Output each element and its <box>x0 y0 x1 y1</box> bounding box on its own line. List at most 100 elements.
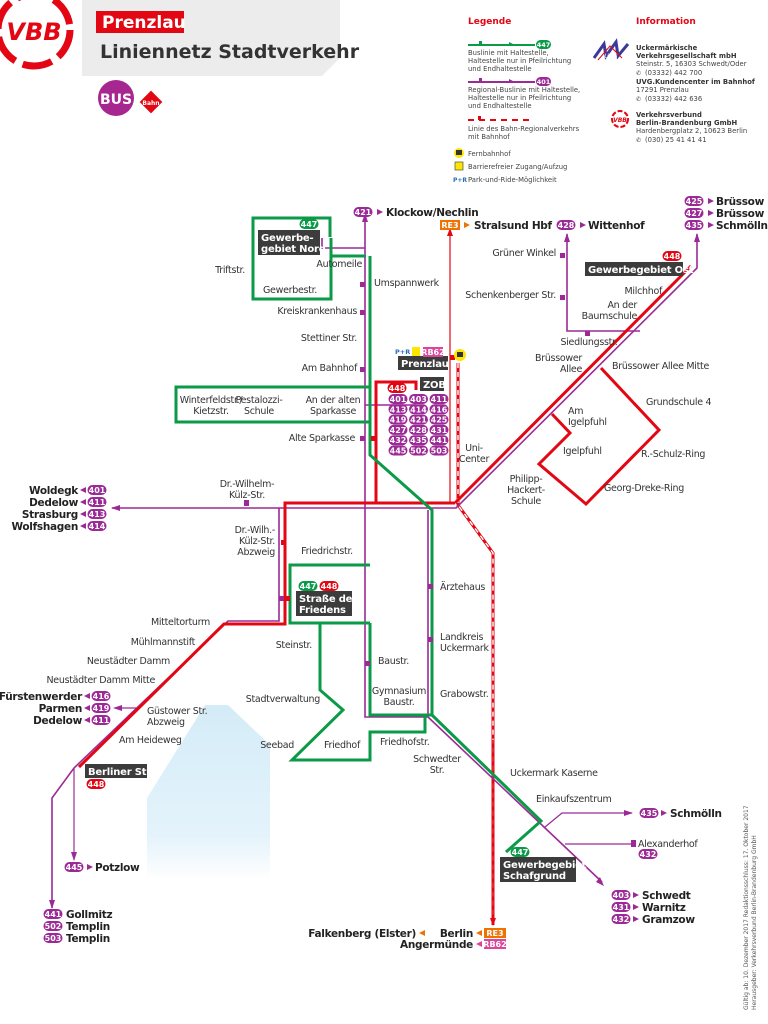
route-badge[interactable] <box>429 445 449 456</box>
route-badge[interactable] <box>388 394 408 404</box>
route-badge[interactable] <box>43 933 63 943</box>
route-badge[interactable] <box>429 424 449 435</box>
route-badge[interactable] <box>409 404 428 415</box>
stop-label: Friedrichstr. <box>301 546 353 557</box>
route-badge[interactable] <box>86 779 106 789</box>
destination-label: Gollmitz <box>66 909 112 921</box>
route-number: 445 <box>390 447 407 456</box>
stop-label: Georg-Dreke-Ring <box>604 483 684 494</box>
stop-gewerbegebiet-nord-box <box>258 230 320 255</box>
route-badge[interactable] <box>409 394 428 404</box>
route-badge[interactable] <box>388 404 408 415</box>
stop-label: Baustr. <box>378 656 409 667</box>
route-number: 441 <box>45 910 62 919</box>
route-badge[interactable] <box>556 220 576 230</box>
route-badge[interactable] <box>388 414 408 425</box>
svg-text:447: 447 <box>537 41 551 49</box>
route-number: RB62 <box>483 940 506 949</box>
stop-label: Pestalozzi- <box>236 395 283 406</box>
route-badge[interactable] <box>440 220 460 230</box>
svg-text:Haltestelle nur in Pfeilrichtu: Haltestelle nur in Pfeilrichtung <box>468 94 571 102</box>
route-badge[interactable] <box>91 715 111 725</box>
route-badge[interactable] <box>43 921 63 931</box>
route-badge[interactable] <box>298 581 318 591</box>
route-badge[interactable] <box>484 928 506 938</box>
stop-label: Seebad <box>260 740 294 751</box>
route-number: 411 <box>431 395 448 404</box>
route-badge[interactable] <box>684 208 704 218</box>
route-number: 448 <box>389 384 406 393</box>
svg-text:VBB: VBB <box>613 117 627 124</box>
elevator-icon <box>454 161 464 171</box>
stop-label: Am Heideweg <box>119 735 182 746</box>
destination-label: Schmölln <box>716 220 768 232</box>
arrow-right-icon <box>708 210 714 216</box>
route-badge[interactable] <box>43 909 63 919</box>
route-number: RE3 <box>486 929 503 938</box>
stop-label: Neustädter Damm Mitte <box>47 675 156 686</box>
route-badge[interactable] <box>662 251 682 261</box>
stop-label: Grüner Winkel <box>492 248 556 259</box>
route-badge[interactable] <box>639 808 659 818</box>
route-number: 502 <box>410 447 427 456</box>
route-badge[interactable] <box>684 196 704 206</box>
destination-label: Parmen <box>39 703 82 715</box>
route-badge[interactable] <box>409 414 428 425</box>
route-badge[interactable] <box>319 581 339 591</box>
route-badge[interactable] <box>611 890 631 900</box>
stop-label: Allee <box>560 364 582 375</box>
route-number: 447 <box>301 220 318 229</box>
route-number: 435 <box>641 809 658 818</box>
route-badge[interactable] <box>353 207 373 217</box>
route-number: 425 <box>686 197 703 206</box>
route-badge[interactable] <box>409 445 428 456</box>
route-badge[interactable] <box>388 435 408 446</box>
route-badge[interactable] <box>87 485 107 495</box>
route-badge[interactable] <box>91 703 111 713</box>
stop-label: Umspannwerk <box>374 278 440 289</box>
route-badge[interactable] <box>87 521 107 531</box>
route-badge[interactable] <box>387 383 407 393</box>
route-badge[interactable] <box>638 849 658 859</box>
route-badge[interactable] <box>299 219 319 229</box>
stop-label: Schenkenberger Str. <box>465 290 556 301</box>
route-badge[interactable] <box>91 691 111 701</box>
destination-label: Strasburg <box>22 509 78 521</box>
stop-label: Automeile <box>316 259 362 270</box>
route-badge[interactable] <box>409 424 428 435</box>
route-badge[interactable] <box>423 347 443 357</box>
bus-line-447 <box>174 216 544 854</box>
stop-label: R.-Schulz-Ring <box>641 449 705 460</box>
stop-strasse-des-friedens-box <box>296 591 352 616</box>
route-badge[interactable] <box>388 445 408 456</box>
route-badge[interactable] <box>64 862 84 872</box>
svg-text:und Endhaltestelle: und Endhaltestelle <box>468 65 532 73</box>
rail-lines <box>447 228 496 926</box>
route-number: 502 <box>45 922 62 931</box>
route-badge[interactable] <box>87 509 107 519</box>
route-number: 414 <box>410 405 427 414</box>
route-badge[interactable] <box>429 414 449 425</box>
stop-strasse-des-friedens: Straße des <box>299 594 358 605</box>
destination-label: Berlin <box>440 928 473 940</box>
route-badge[interactable] <box>388 424 408 435</box>
route-badge[interactable] <box>429 394 449 404</box>
route-badge[interactable] <box>429 404 449 415</box>
route-badge[interactable] <box>87 497 107 507</box>
stop-gewerbegebiet-nord: Gewerbe- <box>261 233 313 244</box>
stop-label: Külz-Str. <box>229 490 265 501</box>
route-badge[interactable] <box>611 902 631 912</box>
route-badge[interactable] <box>684 220 704 230</box>
route-badge[interactable] <box>409 435 428 446</box>
route-number: RE3 <box>441 221 458 230</box>
destination-label: Woldegk <box>29 485 79 497</box>
route-badge[interactable] <box>429 435 449 446</box>
stop-label: Dr.-Wilhelm- <box>220 479 274 490</box>
route-badge[interactable] <box>510 847 530 857</box>
svg-text:Haltestelle nur in Pfeilrichtu: Haltestelle nur in Pfeilrichtung <box>468 57 571 65</box>
stop-label: Triftstr. <box>214 265 245 276</box>
fernbahnhof-icon-train <box>457 352 463 357</box>
route-badge[interactable] <box>611 914 631 924</box>
route-badge[interactable] <box>484 939 506 949</box>
